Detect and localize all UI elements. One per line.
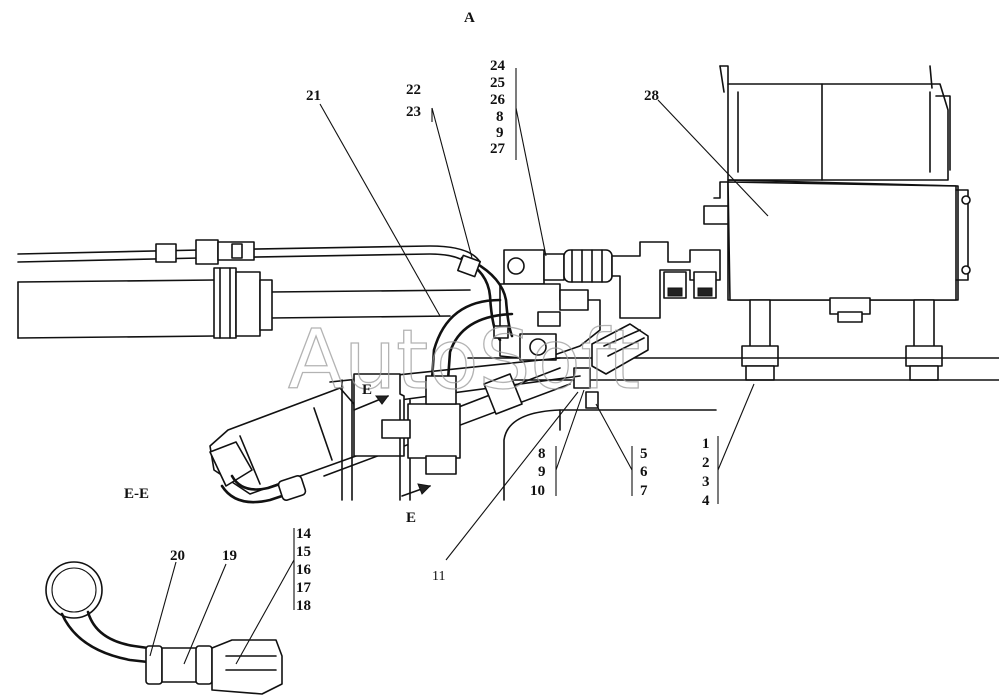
callout-16: 16 bbox=[296, 562, 312, 578]
central-manifold bbox=[499, 283, 649, 409]
callout-21: 21 bbox=[306, 88, 321, 104]
section-label-ee: E-E bbox=[124, 486, 149, 502]
callout-26: 26 bbox=[490, 92, 506, 108]
callout-23: 23 bbox=[406, 104, 421, 120]
lower-frame bbox=[503, 409, 717, 501]
brake-line-upper bbox=[155, 239, 481, 269]
callout-22: 22 bbox=[406, 82, 421, 98]
callout-7: 7 bbox=[640, 483, 648, 499]
callout-8-bottom: 8 bbox=[538, 446, 546, 462]
callout-15: 15 bbox=[296, 544, 311, 560]
hoses bbox=[430, 254, 514, 382]
callout-4: 4 bbox=[702, 493, 710, 509]
callout-25: 25 bbox=[490, 75, 505, 91]
callout-24: 24 bbox=[490, 58, 506, 74]
section-marker-bottom: E bbox=[406, 510, 416, 526]
leader-lines bbox=[149, 68, 769, 665]
callout-10: 10 bbox=[530, 483, 545, 499]
support-plate bbox=[341, 373, 461, 501]
rail-clamp bbox=[213, 267, 273, 339]
callout-2: 2 bbox=[702, 455, 710, 471]
callout-11: 11 bbox=[432, 569, 445, 584]
section-marker-top: E bbox=[362, 382, 372, 398]
callout-8-top: 8 bbox=[496, 109, 504, 125]
callout-3: 3 bbox=[702, 474, 710, 490]
air-tank-box bbox=[703, 65, 971, 323]
valve-block bbox=[503, 241, 721, 319]
callout-6: 6 bbox=[640, 464, 648, 480]
watermark-text: AutoSoft bbox=[288, 313, 640, 408]
callout-17: 17 bbox=[296, 580, 312, 596]
callout-27: 27 bbox=[490, 141, 506, 157]
callout-20: 20 bbox=[170, 548, 185, 564]
callout-28: 28 bbox=[644, 88, 659, 104]
callout-14: 14 bbox=[296, 526, 312, 542]
callout-19: 19 bbox=[222, 548, 237, 564]
callout-9-top: 9 bbox=[496, 125, 504, 141]
section-ee-drawing bbox=[45, 561, 283, 695]
mount-brackets bbox=[467, 299, 999, 381]
callout-9-bottom: 9 bbox=[538, 464, 546, 480]
callout-5: 5 bbox=[640, 446, 648, 462]
section-arrows bbox=[353, 395, 432, 497]
callout-1: 1 bbox=[702, 436, 710, 452]
callout-18: 18 bbox=[296, 598, 311, 614]
view-label-a: A bbox=[464, 10, 475, 26]
